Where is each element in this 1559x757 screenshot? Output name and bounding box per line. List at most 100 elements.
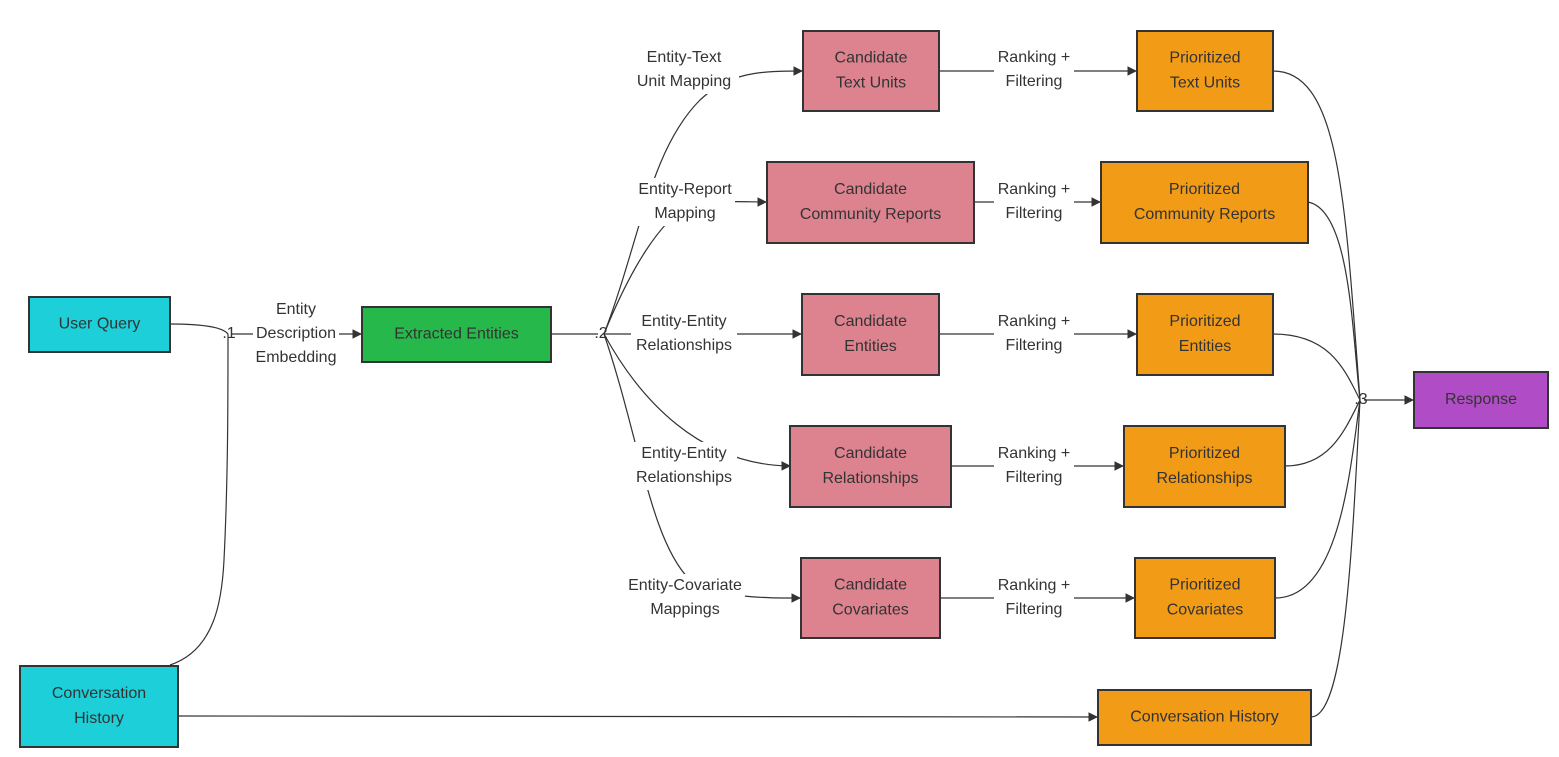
- label-ranking-filtering-1-line: Ranking +: [998, 49, 1071, 66]
- edge-j2-covariates: [603, 333, 801, 603]
- node-prioritized-text-units-box: [1136, 30, 1274, 112]
- label-entity-text-unit-mapping-bg: [629, 46, 739, 94]
- edge-userquery-j1: [169, 323, 229, 335]
- node-candidate-entities-label: Entities: [844, 338, 896, 355]
- node-user-query: User Query: [28, 296, 171, 353]
- node-user-query-box: [28, 296, 171, 353]
- label-entity-entity-relationships-2-line: Entity-Entity: [641, 445, 726, 462]
- label-entity-entity-relationships-1-line: Relationships: [636, 337, 732, 354]
- node-conversation-history-output-box: [1097, 689, 1312, 746]
- node-extracted-entities-label: Extracted Entities: [394, 326, 519, 343]
- label-entity-entity-relationships-2-line: Relationships: [636, 469, 732, 486]
- label-ranking-filtering-4-bg: [994, 442, 1074, 490]
- node-candidate-community-reports-label: Community Reports: [800, 206, 941, 223]
- label-ranking-filtering-4-line: Ranking +: [998, 445, 1071, 462]
- label-entity-description-embedding-line: Embedding: [256, 349, 337, 366]
- label-entity-report-mapping-bg: [635, 178, 735, 226]
- label-ranking-filtering-1-line: Filtering: [1006, 73, 1063, 90]
- junction-3: .3: [1354, 391, 1367, 408]
- junction-2: .2: [594, 325, 607, 342]
- edge-convhistory-convhistory: [177, 712, 1098, 722]
- edge-prio-community-reports-j3: [1307, 201, 1361, 401]
- node-prioritized-community-reports-label: Community Reports: [1134, 206, 1275, 223]
- node-extracted-entities-box: [361, 306, 552, 363]
- node-candidate-relationships-label: Candidate: [834, 445, 907, 462]
- node-candidate-relationships-box: [789, 425, 952, 508]
- node-candidate-text-units-box: [802, 30, 940, 112]
- label-entity-covariate-mappings-line: Entity-Covariate: [628, 577, 742, 594]
- label-ranking-filtering-3-line: Ranking +: [998, 313, 1071, 330]
- label-ranking-filtering-2-line: Filtering: [1006, 205, 1063, 222]
- node-candidate-entities-box: [801, 293, 940, 376]
- node-conversation-history-input-label: Conversation: [52, 685, 146, 702]
- edge-convhistory-out-j3: [1310, 399, 1361, 718]
- edge-j2-relationships: [603, 333, 791, 471]
- node-prioritized-entities-label: Prioritized: [1169, 313, 1240, 330]
- node-prioritized-text-units-label: Text Units: [1170, 75, 1240, 92]
- node-user-query-label: User Query: [59, 316, 141, 333]
- label-ranking-filtering-4: Ranking +Filtering: [994, 442, 1074, 490]
- edge-prio-covariates-j3: [1274, 399, 1361, 599]
- node-prioritized-relationships-box: [1123, 425, 1286, 508]
- label-ranking-filtering-3-bg: [994, 310, 1074, 358]
- label-ranking-filtering-1: Ranking + Filtering: [994, 46, 1074, 94]
- edge-prio-text-units-j3: [1272, 70, 1361, 401]
- node-candidate-text-units-label: Candidate: [835, 50, 908, 67]
- node-prioritized-entities-label: Entities: [1179, 338, 1231, 355]
- node-prioritized-community-reports-label: Prioritized: [1169, 181, 1240, 198]
- junction-1: .1: [222, 325, 235, 342]
- label-ranking-filtering-5-line: Ranking +: [998, 577, 1071, 594]
- node-candidate-covariates-label: Covariates: [832, 602, 908, 619]
- label-ranking-filtering-5: Ranking + Filtering: [994, 574, 1074, 622]
- label-ranking-filtering-3: Ranking +Filtering: [994, 310, 1074, 358]
- node-candidate-entities-label: Candidate: [834, 313, 907, 330]
- node-prioritized-community-reports-box: [1100, 161, 1309, 244]
- label-entity-entity-relationships-1-bg: [631, 310, 737, 358]
- node-response-label: Response: [1445, 391, 1517, 408]
- label-entity-entity-relationships-2-bg: [631, 442, 737, 490]
- label-ranking-filtering-5-line: Filtering: [1006, 601, 1063, 618]
- label-entity-description-embedding-line: Entity: [276, 301, 316, 318]
- node-candidate-relationships-label: Relationships: [822, 470, 918, 487]
- node-prioritized-covariates-label: Prioritized: [1169, 577, 1240, 594]
- node-conversation-history-output-label: Conversation History: [1130, 709, 1279, 726]
- label-entity-entity-relationships-1-line: Entity-Entity: [641, 313, 726, 330]
- edge-prio-relationships-j3: [1284, 399, 1361, 467]
- node-candidate-community-reports-box: [766, 161, 975, 244]
- node-prioritized-text-units-label: Prioritized: [1169, 50, 1240, 67]
- node-candidate-community-reports-label: Candidate: [834, 181, 907, 198]
- label-ranking-filtering-2-line: Ranking +: [998, 181, 1071, 198]
- node-candidate-covariates-label: Candidate: [834, 577, 907, 594]
- node-extracted-entities: Extracted Entities: [361, 306, 552, 363]
- node-response-box: [1413, 371, 1549, 429]
- node-conversation-history-output: Conversation History: [1097, 689, 1312, 746]
- node-prioritized-relationships-label: Prioritized: [1169, 445, 1240, 462]
- label-ranking-filtering-2-bg: [994, 178, 1074, 226]
- node-prioritized-covariates-label: Covariates: [1167, 602, 1243, 619]
- label-entity-description-embedding-bg: [253, 298, 339, 370]
- node-response: Response: [1413, 371, 1549, 429]
- node-candidate-covariates-box: [800, 557, 941, 639]
- label-entity-report-mapping-line: Entity-Report: [638, 181, 732, 198]
- label-ranking-filtering-1-bg: [994, 46, 1074, 94]
- label-entity-text-unit-mapping-line: Unit Mapping: [637, 73, 731, 90]
- edge-j2-text-units: [603, 66, 803, 335]
- label-entity-covariate-mappings-line: Mappings: [650, 601, 719, 618]
